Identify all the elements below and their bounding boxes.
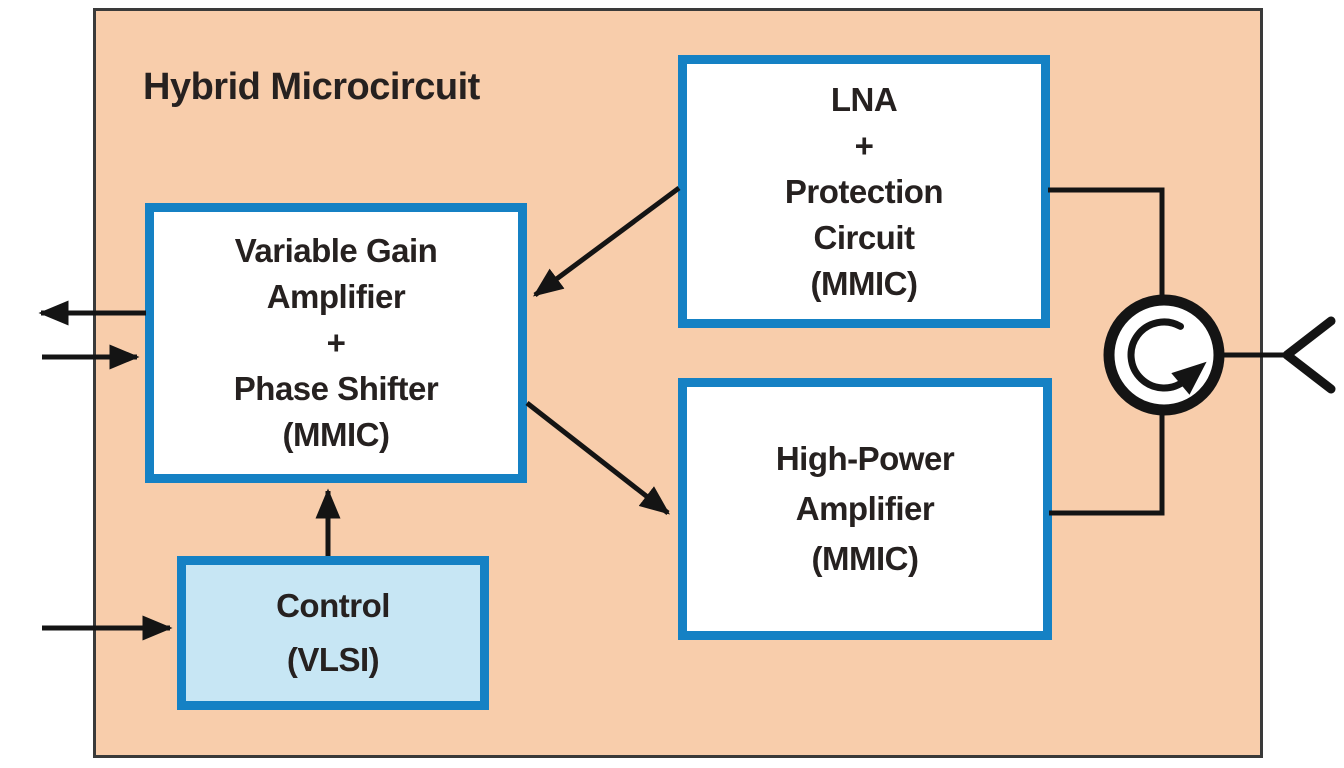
block-label-high-power-amplifier: High-Power Amplifier (MMIC) [775,440,955,577]
block-high-power-amplifier: High-Power Amplifier (MMIC) [678,378,1052,640]
diagram-title: Hybrid Microcircuit [143,66,480,108]
block-label-lna-protection-circuit: LNA + Protection Circuit (MMIC) [784,80,944,302]
block-lna-protection-circuit: LNA + Protection Circuit (MMIC) [678,55,1050,328]
block-control-vlsi: Control (VLSI) [177,556,489,710]
block-variable-gain-amplifier: Variable Gain Amplifier + Phase Shifter … [145,203,527,483]
block-label-control-vlsi: Control (VLSI) [276,587,390,678]
antenna-port-icon [1282,316,1336,394]
block-label-variable-gain-amplifier: Variable Gain Amplifier + Phase Shifter … [233,232,439,453]
